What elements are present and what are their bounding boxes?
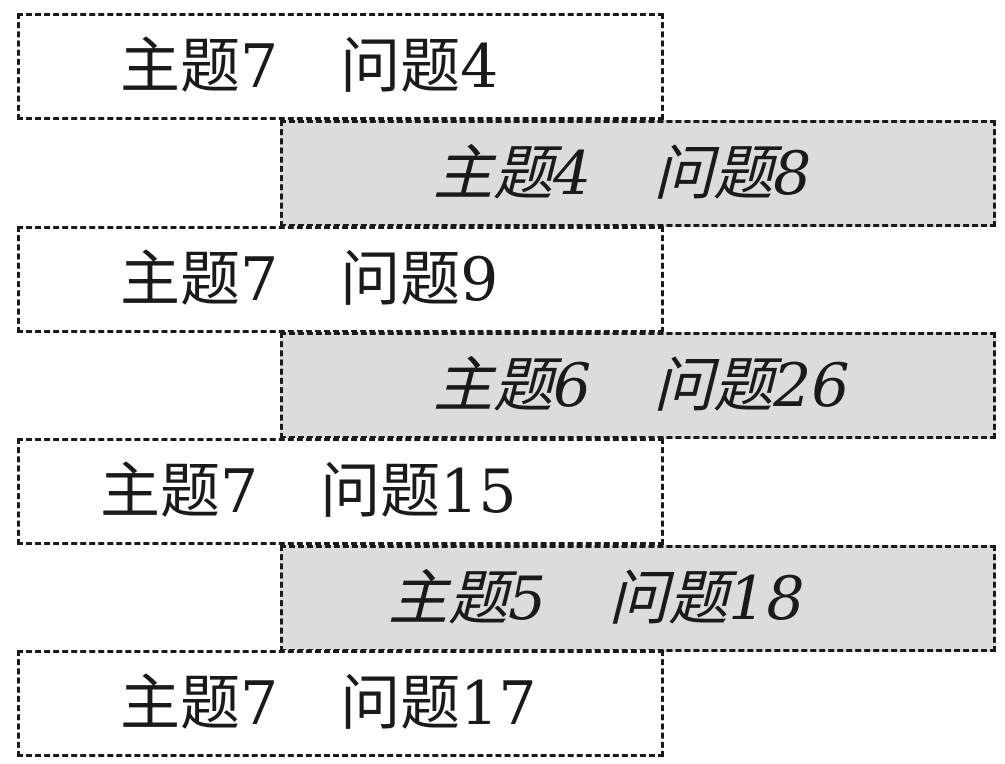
row-box-6: 主题5 问题18	[280, 545, 996, 652]
topic-label: 主题7	[120, 31, 279, 102]
topic-label: 主题6	[433, 350, 592, 421]
topic-label: 主题7	[120, 668, 279, 739]
question-label: 问题18	[608, 563, 805, 634]
row-box-7: 主题7 问题17	[17, 650, 664, 757]
topic-label: 主题7	[100, 456, 259, 527]
row-box-3: 主题7 问题9	[17, 226, 664, 333]
question-label: 问题15	[320, 456, 517, 527]
row-box-1: 主题7 问题4	[17, 13, 664, 120]
row-box-2: 主题4 问题8	[280, 120, 996, 227]
question-label: 问题17	[340, 668, 537, 739]
row-box-5: 主题7 问题15	[17, 438, 664, 545]
topic-label: 主题4	[433, 138, 592, 209]
topic-label: 主题7	[120, 244, 279, 315]
question-label: 问题8	[653, 138, 812, 209]
question-label: 问题4	[340, 31, 499, 102]
row-box-4: 主题6 问题26	[280, 332, 996, 439]
topic-label: 主题5	[388, 563, 547, 634]
question-label: 问题9	[340, 244, 499, 315]
question-label: 问题26	[653, 350, 850, 421]
